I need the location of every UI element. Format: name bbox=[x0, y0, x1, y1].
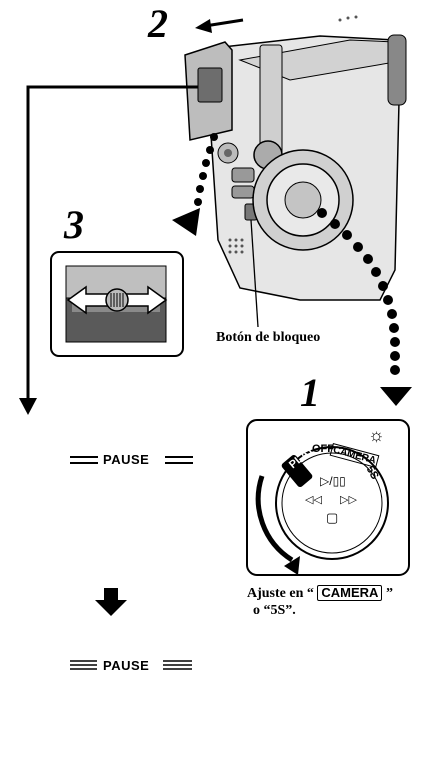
instruction-line-2: o “5S”. bbox=[253, 603, 296, 618]
dial-5s-label: 5S bbox=[363, 464, 381, 482]
camcorder bbox=[184, 15, 407, 301]
instruction-text: Ajuste en “ CAMERA ” o “5S”. bbox=[247, 585, 417, 619]
instruction-line-1: Ajuste en “ CAMERA ” bbox=[247, 585, 417, 602]
lcd-release-inset bbox=[50, 251, 184, 357]
play-pause-icon: ▷/▯▯ bbox=[320, 474, 346, 488]
step-number-3: 3 bbox=[64, 202, 84, 247]
step-number-1: 1 bbox=[300, 370, 320, 415]
pause-decor-top bbox=[70, 456, 193, 464]
instruction-suffix: ” bbox=[385, 586, 393, 601]
lamp-icon: ☼ bbox=[368, 425, 385, 445]
instruction-prefix: Ajuste en “ bbox=[247, 586, 314, 601]
fast-forward-icon: ▷▷ bbox=[340, 494, 357, 506]
pause-indicator-top: PAUSE bbox=[103, 452, 150, 467]
rewind-icon: ◁◁ bbox=[305, 494, 322, 506]
dial-off-label: OFF bbox=[312, 443, 334, 455]
dotted-arc-left bbox=[172, 133, 218, 236]
mode-dial-inset bbox=[246, 419, 410, 576]
stop-icon: ▢ bbox=[326, 510, 339, 525]
down-arrow bbox=[95, 588, 127, 616]
step-number-2: 2 bbox=[148, 1, 168, 46]
lock-button-leader bbox=[250, 219, 259, 328]
dotted-arc-right bbox=[317, 208, 412, 406]
pause-indicator-bottom: PAUSE bbox=[103, 658, 150, 673]
connector-arrow bbox=[19, 85, 198, 415]
camera-mode-badge: CAMERA bbox=[317, 585, 383, 601]
lock-button-label: Botón de bloqueo bbox=[216, 330, 321, 345]
slide-left-arrow bbox=[195, 18, 244, 33]
pause-decor-bottom bbox=[70, 660, 192, 670]
